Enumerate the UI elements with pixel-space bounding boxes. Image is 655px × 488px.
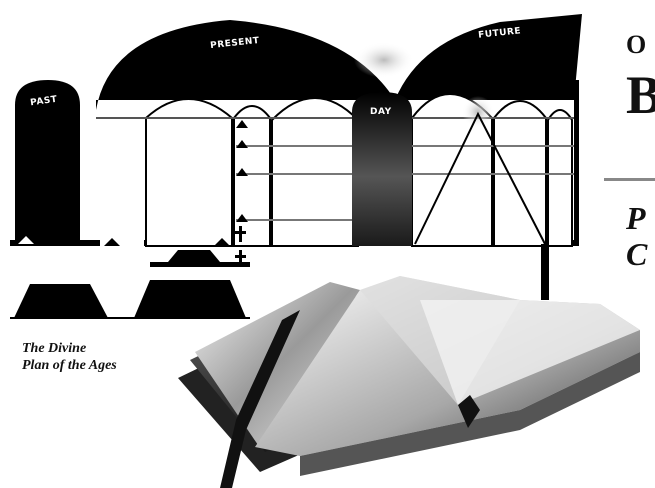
divider [604, 178, 655, 181]
subtitle-fragment: C [626, 236, 647, 273]
heading-fragment: O [626, 30, 646, 60]
today-label: DAY [370, 107, 392, 117]
mound [134, 280, 246, 318]
chart-right-edge [574, 80, 579, 246]
title-fragment: B [626, 64, 655, 126]
chart-caption: The Divine Plan of the Ages [22, 340, 192, 374]
mound [14, 284, 108, 318]
caption-line: The Divine [22, 340, 192, 357]
open-bible-icon [178, 276, 640, 488]
caption-line: Plan of the Ages [22, 357, 192, 374]
subtitle-fragment: P [626, 200, 646, 237]
